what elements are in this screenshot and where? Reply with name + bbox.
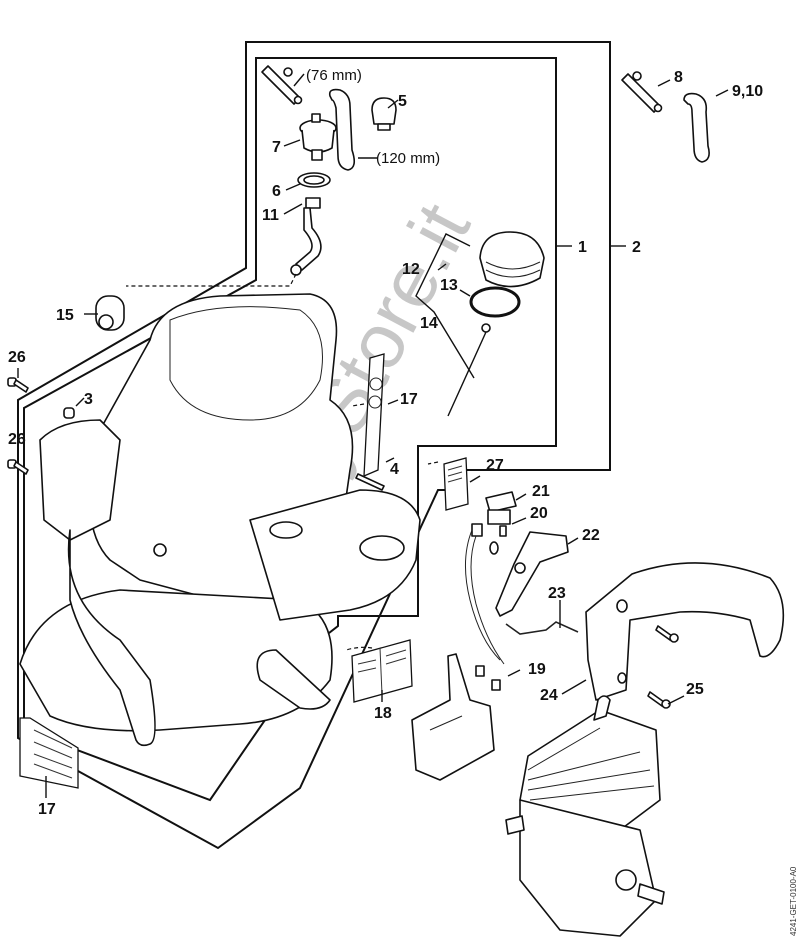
callout-18: 18 bbox=[374, 705, 392, 722]
part-27-warning-label bbox=[443, 457, 469, 511]
callout-13: 13 bbox=[440, 277, 458, 294]
part-19-connectors bbox=[475, 665, 501, 691]
part-26-screw-lower bbox=[7, 459, 29, 475]
callout-26-upper: 26 bbox=[8, 349, 26, 366]
part-6-grommet bbox=[297, 172, 331, 188]
callout-17-strip: 17 bbox=[400, 391, 418, 408]
wiring-harness bbox=[464, 523, 505, 665]
size-note-76mm: (76 mm) bbox=[306, 67, 362, 84]
part-9-10-long-hose bbox=[683, 92, 710, 163]
part-24-handle bbox=[585, 562, 785, 701]
engine-cylinder bbox=[505, 695, 665, 937]
leader-lines bbox=[17, 73, 729, 798]
callout-17-lower: 17 bbox=[38, 801, 56, 818]
part-14-pickup bbox=[447, 323, 491, 417]
assembly-frame-1 bbox=[23, 57, 557, 802]
hose-76mm bbox=[261, 65, 303, 105]
part-15-fuel-filter bbox=[95, 295, 125, 331]
assembly-line-15 bbox=[126, 273, 297, 287]
assembly-arrow-18 bbox=[345, 646, 373, 651]
blower-housing bbox=[19, 293, 421, 747]
callout-22: 22 bbox=[582, 527, 600, 544]
hose-120mm bbox=[328, 88, 356, 171]
part-17-label-lower bbox=[19, 717, 79, 789]
part-11-fuel-hose bbox=[290, 197, 322, 276]
callout-9-10: 9,10 bbox=[732, 83, 763, 100]
callout-1: 1 bbox=[578, 239, 587, 256]
part-8-short-hose bbox=[621, 71, 663, 113]
callout-5: 5 bbox=[398, 93, 407, 110]
size-note-120mm: (120 mm) bbox=[376, 150, 440, 167]
callout-19: 19 bbox=[528, 661, 546, 678]
part-1-tank-cap bbox=[479, 231, 545, 288]
callout-20: 20 bbox=[530, 505, 548, 522]
part-26-screw-upper bbox=[7, 377, 29, 393]
assembly-arrow-17 bbox=[351, 403, 365, 407]
ignition-module bbox=[411, 653, 495, 781]
callout-4: 4 bbox=[390, 461, 399, 478]
callout-12: 12 bbox=[402, 261, 420, 278]
part-18-info-label bbox=[351, 639, 413, 703]
part-5-valve bbox=[371, 97, 397, 131]
callout-3: 3 bbox=[84, 391, 93, 408]
part-25-screw-lower bbox=[647, 691, 671, 709]
callout-11: 11 bbox=[262, 207, 279, 224]
callout-15: 15 bbox=[56, 307, 74, 324]
callout-14: 14 bbox=[420, 315, 438, 332]
callout-21: 21 bbox=[532, 483, 550, 500]
assembly-arrow-27 bbox=[427, 461, 439, 465]
part-7-valve-body bbox=[299, 113, 337, 161]
callout-24: 24 bbox=[540, 687, 558, 704]
callout-8: 8 bbox=[674, 69, 683, 86]
part-23-torsion-spring bbox=[505, 621, 579, 635]
drawing-code: 4241-GET-0100-A0 bbox=[789, 866, 798, 936]
part-17-warning-label-strip bbox=[363, 353, 385, 478]
part-13-o-ring bbox=[469, 286, 521, 318]
callout-26-lower: 26 bbox=[8, 431, 26, 448]
callout-6: 6 bbox=[272, 183, 281, 200]
callout-23: 23 bbox=[548, 585, 566, 602]
part-20-connector bbox=[499, 525, 507, 537]
part-25-screw-upper bbox=[655, 625, 679, 643]
callout-7: 7 bbox=[272, 139, 281, 156]
part-4-pin bbox=[355, 473, 385, 491]
callout-2: 2 bbox=[632, 239, 641, 256]
part-22-throttle-trigger bbox=[495, 531, 569, 617]
assembly-frame-2 bbox=[17, 41, 611, 850]
callout-27: 27 bbox=[486, 457, 504, 474]
part-21-switch bbox=[485, 491, 517, 525]
callout-25: 25 bbox=[686, 681, 704, 698]
part-3-plug bbox=[63, 407, 75, 419]
